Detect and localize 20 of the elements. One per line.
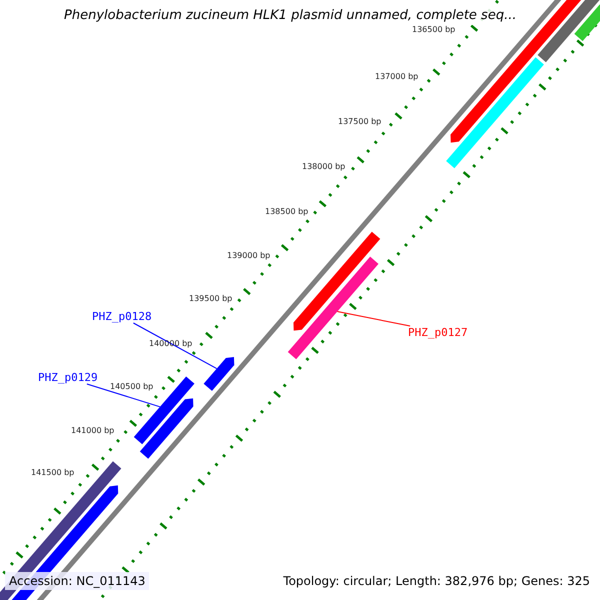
gene-label: PHZ_p0127 xyxy=(408,326,468,339)
gene-label: PHZ_p0128 xyxy=(92,310,152,323)
tick-label: 141500 bp xyxy=(31,468,74,477)
tick-label: 141000 bp xyxy=(71,426,114,435)
tick-label: 136500 bp xyxy=(412,25,456,34)
tick-label: 138500 bp xyxy=(265,207,308,216)
tick-label: 139500 bp xyxy=(189,294,232,303)
leader-line xyxy=(132,322,218,370)
leader-line xyxy=(336,311,411,326)
gene-arrow xyxy=(288,256,378,360)
tick-label: 139000 bp xyxy=(227,251,270,260)
tick-label: 137500 bp xyxy=(338,117,382,126)
leader-line xyxy=(86,384,160,408)
gene-label: PHZ_p0129 xyxy=(38,371,98,384)
gene-arrow xyxy=(204,357,234,391)
tick-label: 137000 bp xyxy=(375,72,418,81)
accession-text: Accession: NC_011143 xyxy=(5,572,150,590)
tick-label: 140500 bp xyxy=(110,382,154,391)
tick-label: 138000 bp xyxy=(302,162,346,171)
genome-summary: Topology: circular; Length: 382,976 bp; Genes: 325 xyxy=(283,574,590,588)
